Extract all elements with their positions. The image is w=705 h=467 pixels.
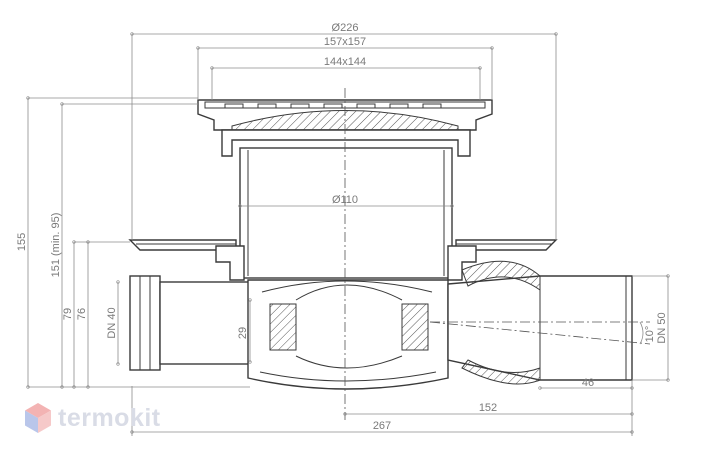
dim-height-79: 79 [62, 308, 74, 320]
drain-assembly [128, 88, 651, 420]
dim-total-height: 155 [16, 233, 28, 251]
dimension-lines [26, 32, 670, 436]
dim-outlet-offset: 152 [479, 402, 497, 414]
dim-overall-diameter: Ø226 [332, 22, 359, 34]
brand-name: termokit [58, 403, 161, 432]
hexagon-cube-icon [25, 403, 51, 433]
dim-inlet-dn: DN 40 [106, 307, 118, 338]
dim-height-76: 76 [76, 308, 88, 320]
dim-grate-inner: 144x144 [324, 56, 366, 68]
dim-slope: 10° [644, 326, 656, 343]
dim-outlet-stub: 46 [582, 377, 594, 389]
dim-body-diameter: Ø110 [332, 194, 358, 206]
dim-trap-depth: 29 [237, 327, 249, 339]
dimension-labels: Ø226 157x157 144x144 Ø110 155 151 (min. … [16, 22, 668, 432]
dim-outlet-dn: DN 50 [656, 312, 668, 343]
dim-overall-length: 267 [373, 420, 391, 432]
dim-height-range: 151 (min. 95) [50, 213, 62, 278]
dim-grate-outer: 157x157 [324, 36, 366, 48]
brand-logo: termokit [24, 402, 161, 434]
